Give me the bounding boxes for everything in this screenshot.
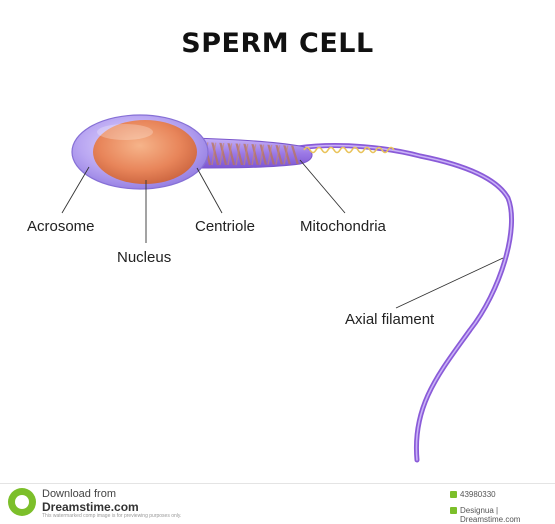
- pointer-centriole: [196, 167, 223, 214]
- sperm-cell-illustration: [61, 114, 514, 463]
- label-centriole: Centriole: [195, 218, 256, 235]
- label-nucleus: Nucleus: [117, 249, 172, 266]
- footer-notice: This watermarked comp image is for previ…: [42, 513, 182, 519]
- label-mitochondria: Mitochondria: [300, 218, 386, 235]
- tail: [295, 143, 514, 463]
- head-highlight: [97, 124, 153, 140]
- pointer-mitochondria: [299, 159, 346, 214]
- credit-badge-icon: [450, 507, 457, 514]
- pointer-axial-filament: [395, 257, 504, 309]
- watermark-footer: Download from Dreamstime.com This waterm…: [0, 483, 555, 524]
- footer-image-id: 43980330: [460, 490, 496, 499]
- footer-credit: Designua | Dreamstime.com: [460, 506, 521, 524]
- diagram-stage: SPERM CELL Acrosome Nucleus Centriole Mi…: [27, 28, 514, 463]
- mitochondria-spiral: [202, 142, 300, 166]
- id-badge-icon: [450, 491, 457, 498]
- label-axial-filament: Axial filament: [345, 311, 435, 328]
- diagram-title: SPERM CELL: [181, 28, 374, 59]
- footer-site-link[interactable]: Dreamstime.com: [42, 500, 139, 514]
- pointer-lines: [61, 159, 504, 309]
- footer-download-from: Download from: [42, 488, 116, 500]
- label-acrosome: Acrosome: [27, 218, 95, 235]
- mitochondria-coil: [303, 146, 395, 154]
- dreamstime-logo-icon: [8, 488, 36, 516]
- nucleus-shape: [93, 120, 197, 184]
- tail-highlight: [297, 144, 513, 461]
- pointer-acrosome: [61, 166, 90, 214]
